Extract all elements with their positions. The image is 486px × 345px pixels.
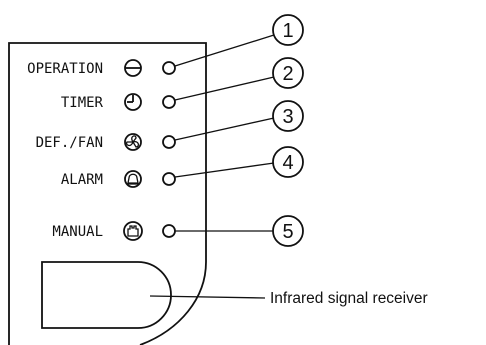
timer-label: TIMER (61, 95, 104, 111)
fan-icon (124, 133, 142, 151)
timer-led (162, 95, 176, 109)
def-fan-label: DEF./FAN (36, 135, 103, 151)
callout-number-4: 4 (282, 152, 293, 174)
hand-icon (123, 221, 143, 241)
callout-circle-2 (272, 57, 304, 89)
manual-label: MANUAL (52, 224, 103, 240)
callout-number-5: 5 (282, 221, 293, 243)
callout-circle-4 (272, 146, 304, 178)
alarm-led (162, 172, 176, 186)
def-fan-led (162, 135, 176, 149)
callout-line-2 (174, 76, 275, 101)
operation-label: OPERATION (27, 61, 103, 77)
callout-line-1 (174, 34, 275, 67)
clock-icon (124, 93, 142, 111)
operation-led (162, 61, 176, 75)
callout-circle-1 (272, 14, 304, 46)
callout-line-3 (174, 117, 275, 141)
alarm-label: ALARM (61, 172, 103, 188)
bell-icon (124, 170, 142, 188)
panel-outline (8, 42, 207, 345)
receiver-leader-line (149, 295, 266, 299)
callout-circle-3 (272, 100, 304, 132)
callout-number-2: 2 (282, 63, 293, 85)
manual-led (162, 224, 176, 238)
callout-number-1: 1 (282, 20, 293, 42)
operation-icon (124, 59, 142, 77)
infrared-receiver-window (41, 261, 172, 329)
receiver-caption: Infrared signal receiver (270, 290, 428, 307)
callout-circle-5 (272, 215, 304, 247)
callout-number-3: 3 (282, 106, 293, 128)
callout-line-4 (174, 162, 275, 178)
